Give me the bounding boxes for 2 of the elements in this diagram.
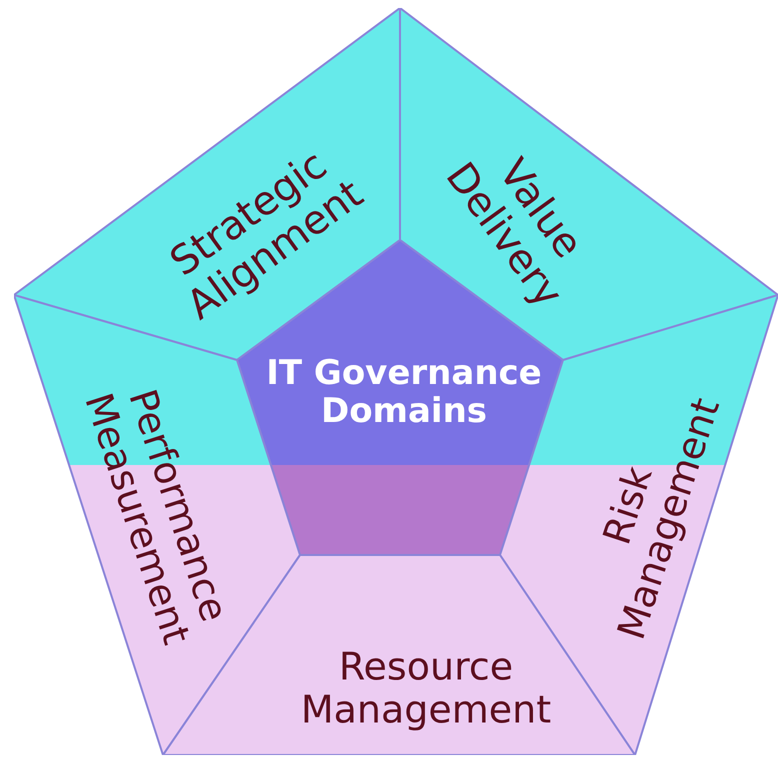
segment-label: Resource Management — [300, 645, 552, 731]
segment-label: IT Governance Domains — [265, 354, 543, 430]
